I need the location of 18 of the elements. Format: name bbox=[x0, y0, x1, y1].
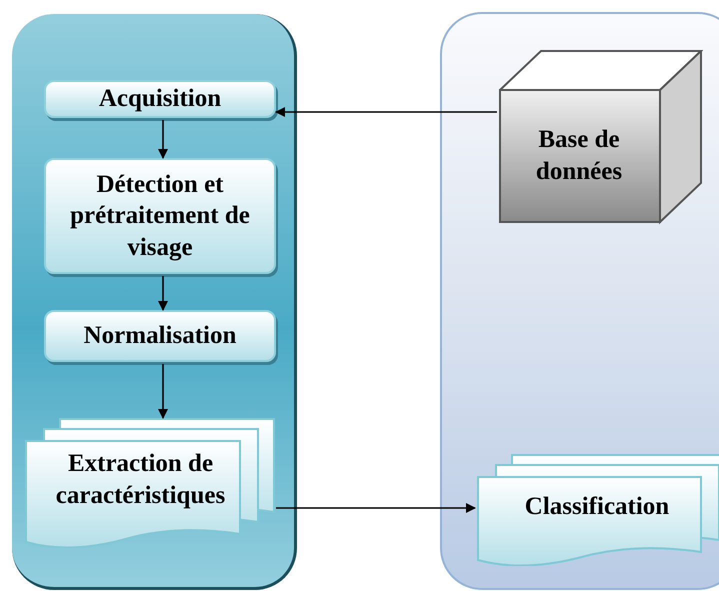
multi-document-shape bbox=[477, 454, 719, 566]
arrow bbox=[275, 107, 497, 117]
process-box bbox=[44, 310, 276, 362]
node-label: Extraction de caractéristiques bbox=[54, 448, 226, 511]
process-box bbox=[44, 158, 276, 274]
node-label: Détection et prétraitement de visage bbox=[69, 170, 251, 263]
node-label: Base de données bbox=[534, 124, 624, 187]
arrow bbox=[276, 503, 476, 513]
multi-document-shape bbox=[25, 418, 276, 548]
arrow bbox=[158, 364, 168, 419]
node-label: Acquisition bbox=[98, 84, 222, 114]
arrow bbox=[158, 120, 168, 159]
panel-background bbox=[440, 12, 719, 590]
panel-background bbox=[12, 14, 297, 590]
arrow bbox=[158, 276, 168, 311]
node-label: Normalisation bbox=[84, 321, 236, 352]
node-label: Classification bbox=[524, 492, 670, 522]
process-box bbox=[44, 80, 276, 118]
